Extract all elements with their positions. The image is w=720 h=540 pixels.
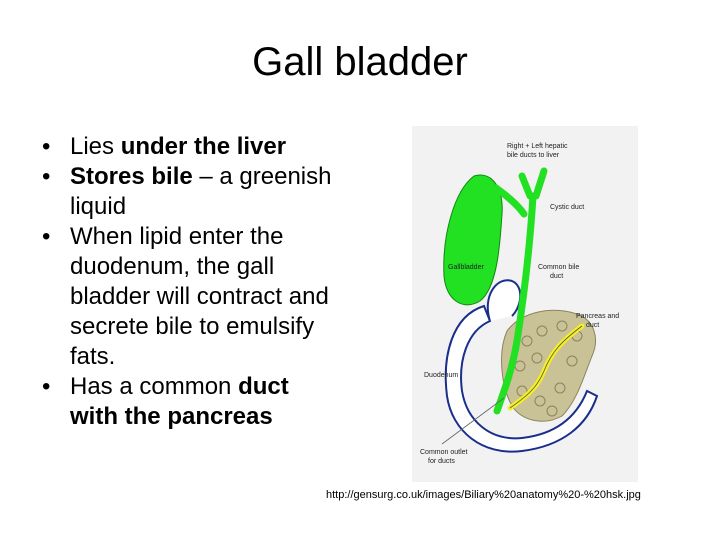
label-hepatic: Right + Left hepatic <box>507 143 568 150</box>
label-hepatic-line2: bile ducts to liver <box>507 152 560 159</box>
slide-title: Gall bladder <box>252 40 468 84</box>
duodenum-shape <box>444 304 599 453</box>
label-duodenum: Duodenum <box>424 372 458 379</box>
bullet-item: Stores bile – a greenish liquid <box>42 162 342 222</box>
bullet-item: When lipid enter the duodenum, the gall … <box>42 222 342 372</box>
bullet-list: Lies under the liver Stores bile – a gre… <box>42 132 342 432</box>
biliary-anatomy-illustration: Right + Left hepatic bile ducts to liver… <box>420 143 619 465</box>
common-bile-duct <box>493 192 537 415</box>
label-common-outlet-line2: for ducts <box>428 458 455 465</box>
duodenum-bulb <box>486 279 522 322</box>
label-common-bile-line2: duct <box>550 273 563 280</box>
right-hepatic-duct <box>532 167 548 200</box>
label-cystic-duct: Cystic duct <box>550 204 584 211</box>
label-gallbladder: Gallbladder <box>448 264 484 271</box>
outlet-pointer <box>441 397 505 445</box>
label-common-outlet: Common outlet <box>420 449 468 456</box>
image-source-caption: http://gensurg.co.uk/images/Biliary%20an… <box>326 489 641 501</box>
label-common-bile: Common bile <box>538 264 579 271</box>
bullet-item: Lies under the liver <box>42 132 342 162</box>
label-pancreas-line2: duct <box>586 322 599 329</box>
left-hepatic-duct <box>518 172 534 200</box>
biliary-anatomy-diagram: Right + Left hepatic bile ducts to liver… <box>412 126 638 482</box>
pancreas-texture <box>514 320 583 417</box>
cystic-duct <box>492 184 528 218</box>
bullet-item: Has a common duct with the pancreas <box>42 372 342 432</box>
label-pancreas: Pancreas and <box>576 313 619 320</box>
gallbladder-shape <box>443 174 503 306</box>
pancreatic-duct-outline <box>509 325 583 409</box>
